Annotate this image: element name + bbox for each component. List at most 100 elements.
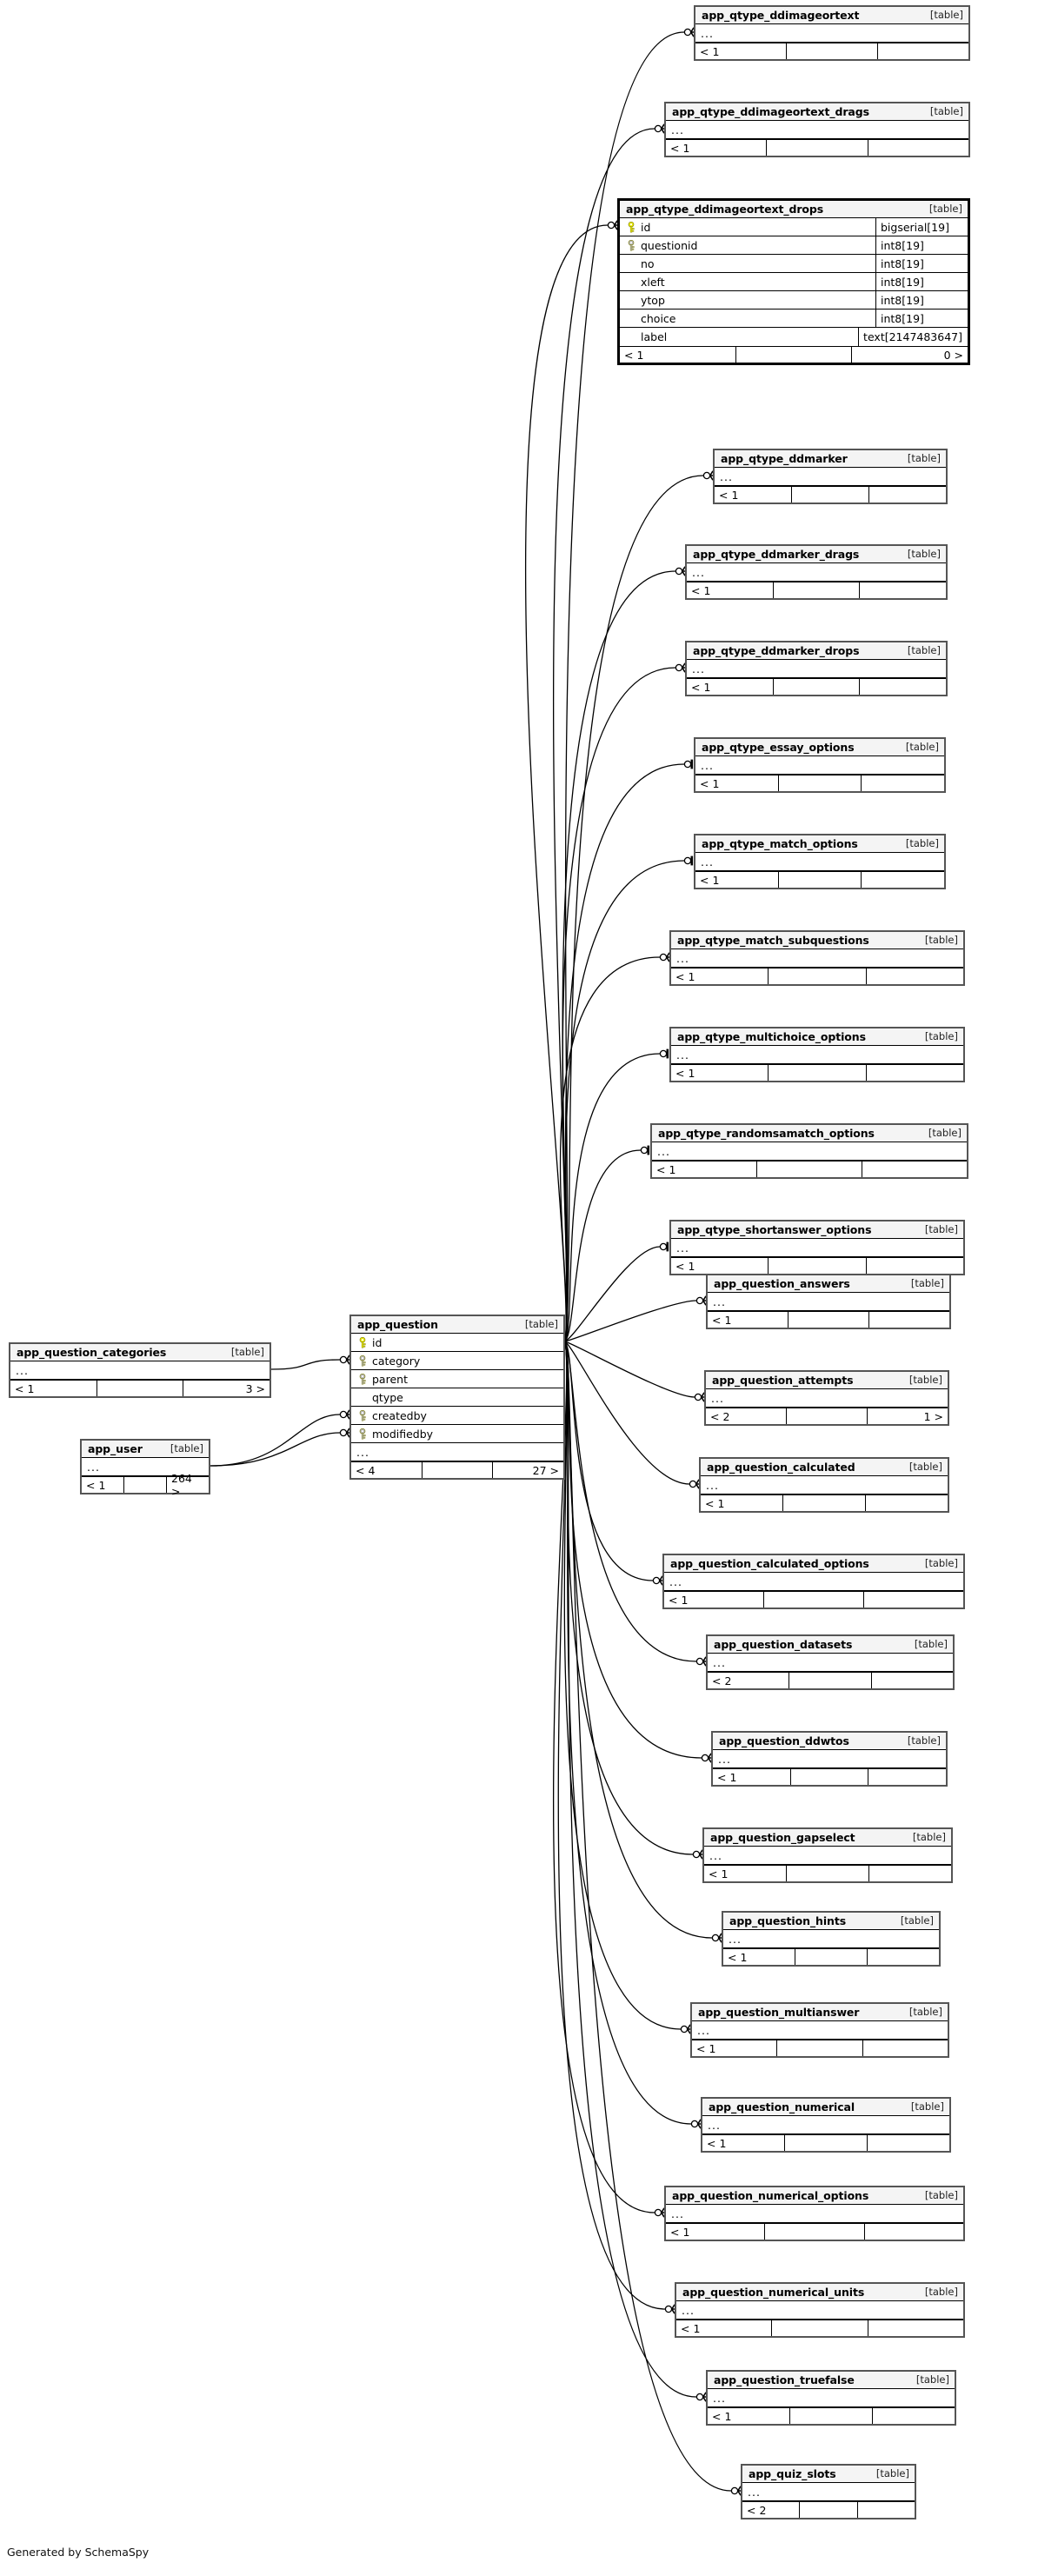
table-node-app_question_datasets[interactable]: app_question_datasets[table]...< 2 xyxy=(706,1634,955,1690)
edge-app_question-to-app_question_calculated xyxy=(564,1341,690,1485)
footer-incoming-count: < 1 xyxy=(620,347,736,363)
table-footer: < 1 xyxy=(687,678,946,695)
table-name: app_question_calculated_options xyxy=(670,1556,869,1570)
table-node-app_question_numerical[interactable]: app_question_numerical[table]...< 1 xyxy=(701,2097,951,2153)
footer-middle xyxy=(764,1592,864,1608)
one-marker-app_qtype_multichoice_options xyxy=(659,1048,669,1059)
table-body: ... xyxy=(10,1361,269,1380)
column-row[interactable]: id xyxy=(351,1334,563,1352)
table-tag: [table] xyxy=(230,1346,264,1358)
table-body: ... xyxy=(701,1476,948,1494)
column-name: label xyxy=(641,330,668,343)
table-header-app_qtype_shortanswer_options: app_qtype_shortanswer_options[table] xyxy=(671,1221,963,1239)
table-node-app_question_truefalse[interactable]: app_question_truefalse[table]...< 1 xyxy=(706,2370,956,2426)
table-node-app_question_answers[interactable]: app_question_answers[table]...< 1 xyxy=(706,1274,951,1329)
edge-app_question-to-app_question_attempts xyxy=(564,1341,695,1398)
key-icon xyxy=(356,1373,370,1385)
column-row[interactable]: modifiedby xyxy=(351,1425,563,1443)
column-type: int8[19] xyxy=(875,310,962,327)
table-footer: < 1 xyxy=(695,43,968,59)
table-body: ... xyxy=(702,2116,949,2134)
table-name: app_qtype_ddmarker xyxy=(721,451,848,465)
footer-incoming-count: < 1 xyxy=(671,1258,769,1274)
table-node-app_question_numerical_units[interactable]: app_question_numerical_units[table]...< … xyxy=(675,2282,965,2338)
collapsed-columns-ellipsis: ... xyxy=(708,1654,953,1672)
column-row[interactable]: category xyxy=(351,1352,563,1370)
table-node-app_qtype_match_subquestions[interactable]: app_qtype_match_subquestions[table]...< … xyxy=(669,930,965,986)
table-node-app_qtype_ddmarker_drags[interactable]: app_qtype_ddmarker_drags[table]...< 1 xyxy=(685,544,948,600)
table-body: ... xyxy=(687,563,946,582)
table-header-app_question_categories: app_question_categories [table] xyxy=(10,1344,269,1361)
crowfoot-marker-app_question_gapselect xyxy=(692,1849,703,1860)
table-tag: [table] xyxy=(908,1374,942,1386)
table-node-app_question_ddwtos[interactable]: app_question_ddwtos[table]...< 1 xyxy=(711,1731,948,1787)
table-node-app_question_gapselect[interactable]: app_question_gapselect[table]...< 1 xyxy=(702,1827,953,1883)
table-node-app_quiz_slots[interactable]: app_quiz_slots[table]...< 2 xyxy=(741,2464,916,2519)
table-node-app_question_multianswer[interactable]: app_question_multianswer[table]...< 1 xyxy=(690,2002,949,2058)
table-node-app_question_calculated[interactable]: app_question_calculated[table]...< 1 xyxy=(699,1457,949,1513)
footer-outgoing-count xyxy=(868,2320,963,2336)
table-node-app_qtype_ddmarker[interactable]: app_qtype_ddmarker[table]...< 1 xyxy=(713,449,948,504)
table-tag: [table] xyxy=(170,1442,203,1454)
edge-app_question-to-app_qtype_match_options xyxy=(564,860,685,1342)
table-body: ... xyxy=(671,1046,963,1064)
footer-middle xyxy=(774,582,861,598)
table-footer: < 1 xyxy=(692,2040,948,2056)
table-node-app_question_calculated_options[interactable]: app_question_calculated_options[table]..… xyxy=(662,1554,965,1609)
table-node-app_qtype_match_options[interactable]: app_qtype_match_options[table]...< 1 xyxy=(694,834,946,889)
more-columns-ellipsis: ... xyxy=(351,1443,563,1461)
table-header-app_question_multianswer: app_question_multianswer[table] xyxy=(692,2004,948,2021)
table-node-app_qtype_randomsamatch_options[interactable]: app_qtype_randomsamatch_options[table]..… xyxy=(650,1123,968,1179)
footer-incoming-count: < 1 xyxy=(692,2040,778,2056)
table-node-app_qtype_shortanswer_options[interactable]: app_qtype_shortanswer_options[table]...<… xyxy=(669,1220,965,1275)
table-node-app_qtype_multichoice_options[interactable]: app_qtype_multichoice_options[table]...<… xyxy=(669,1027,965,1082)
crowfoot-marker-app_question_calculated xyxy=(689,1479,700,1489)
footer-incoming-count: < 2 xyxy=(742,2502,801,2518)
table-header-app_question_gapselect: app_question_gapselect[table] xyxy=(704,1829,951,1847)
footer-incoming-count: < 2 xyxy=(706,1408,787,1424)
collapsed-columns-ellipsis: ... xyxy=(671,1046,963,1064)
collapsed-columns-ellipsis: ... xyxy=(687,660,946,678)
table-node-app_question_numerical_options[interactable]: app_question_numerical_options[table]...… xyxy=(664,2186,965,2241)
column-row[interactable]: qtype xyxy=(351,1388,563,1407)
table-footer: < 1 xyxy=(723,1948,939,1965)
footer-middle xyxy=(769,1258,867,1274)
table-tag: [table] xyxy=(907,548,941,560)
column-row[interactable]: parent xyxy=(351,1370,563,1388)
footer-outgoing-count: 27 > xyxy=(532,1463,560,1477)
table-tag: [table] xyxy=(907,452,941,464)
table-node-app_qtype_ddimageortext[interactable]: app_qtype_ddimageortext[table]...< 1 xyxy=(694,5,970,61)
footer-incoming-count: < 1 xyxy=(652,1162,757,1177)
crowfoot-marker-app_qtype_ddimageortext_drags xyxy=(654,123,665,134)
table-name: app_question_calculated xyxy=(707,1460,855,1474)
table-node-app_question_hints[interactable]: app_question_hints[table]...< 1 xyxy=(722,1911,941,1967)
table-footer: < 1 xyxy=(664,1591,963,1608)
edge-app_question-to-app_question_datasets xyxy=(564,1341,697,1662)
table-node-app_qtype_ddmarker_drops[interactable]: app_qtype_ddmarker_drops[table]...< 1 xyxy=(685,641,948,696)
table-node-app_qtype_ddimageortext_drags[interactable]: app_qtype_ddimageortext_drags[table]...<… xyxy=(664,102,970,157)
table-name: app_quiz_slots xyxy=(749,2466,836,2480)
edge-app_question-to-app_qtype_match_subquestions xyxy=(559,956,661,1342)
footer-outgoing-count: 1 > xyxy=(923,1409,943,1423)
edge-app_user-to-app_question-modifiedby xyxy=(210,1432,341,1467)
footer-outgoing-count xyxy=(868,2135,949,2151)
footer-middle xyxy=(769,968,867,984)
footer-middle xyxy=(779,872,862,888)
column-row[interactable]: createdby xyxy=(351,1407,563,1425)
crowfoot-marker-app_qtype_ddimageortext_drops xyxy=(607,220,618,230)
table-node-app_qtype_essay_options[interactable]: app_qtype_essay_options[table]...< 1 xyxy=(694,737,946,793)
footer-incoming-count: < 1 xyxy=(708,1312,789,1328)
table-name: app_question_categories xyxy=(17,1345,167,1359)
